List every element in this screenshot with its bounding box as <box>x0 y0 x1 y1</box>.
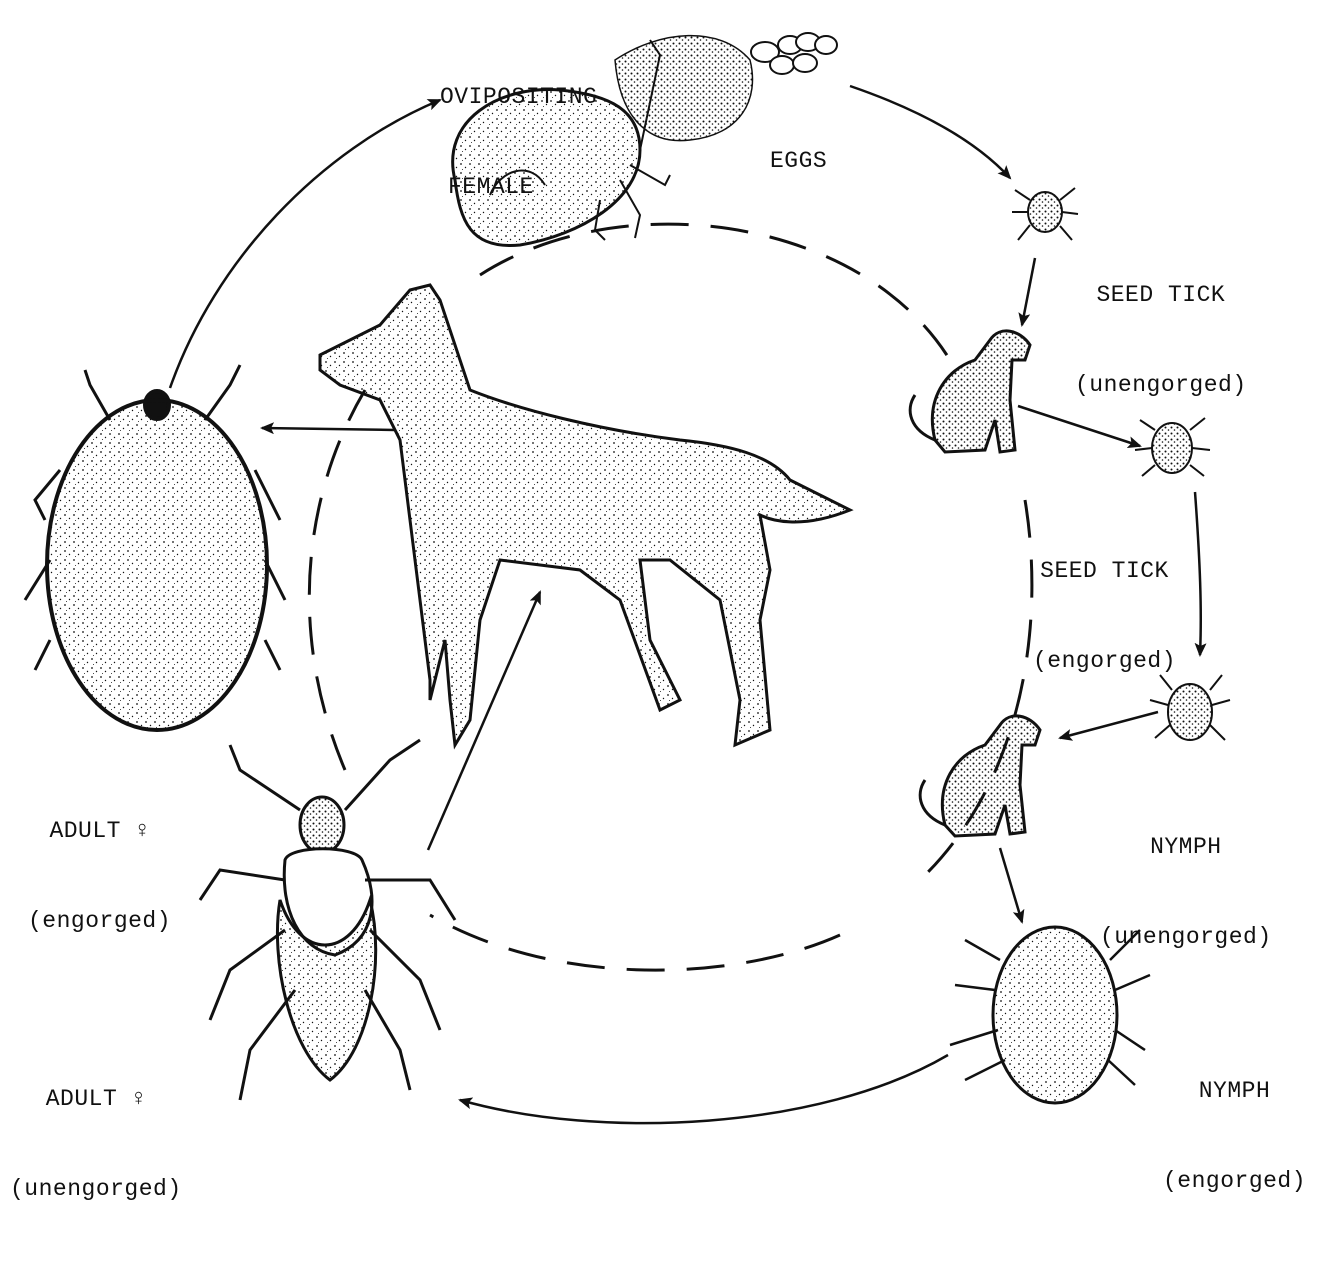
eggs-cluster-illustration <box>751 33 837 74</box>
label-nymph-engorged: NYMPH (engorged) <box>1163 1016 1306 1256</box>
tick-life-cycle-diagram: OVIPOSITING FEMALE EGGS SEED TICK (uneng… <box>0 0 1330 1136</box>
adult-female-unengorged-illustration <box>200 740 455 1100</box>
arrow-engorged-seed-tick-to-nymph <box>1195 492 1201 655</box>
label-seed-tick-unengorged-line2: (unengorged) <box>1075 370 1247 400</box>
arrow-eggs-to-seed-tick <box>850 86 1010 178</box>
arrow-seed-tick-to-dog <box>1022 258 1035 325</box>
label-eggs-text: EGGS <box>770 146 827 176</box>
adult-female-engorged-illustration <box>25 365 285 730</box>
label-ovipositing-female-line1: OVIPOSITING <box>440 82 597 112</box>
label-nymph-engorged-line2: (engorged) <box>1163 1166 1306 1196</box>
label-ovipositing-female: OVIPOSITING FEMALE <box>440 22 597 262</box>
label-adult-female-engorged-line1: ADULT ♀ <box>28 816 171 846</box>
label-seed-tick-engorged-line1: SEED TICK <box>1033 556 1176 586</box>
seed-tick-unengorged-illustration <box>1012 188 1078 240</box>
label-seed-tick-unengorged-line1: SEED TICK <box>1075 280 1247 310</box>
small-dog-host-illustration <box>910 331 1030 452</box>
arrow-engorged-nymph-to-adult <box>460 1055 948 1123</box>
label-adult-female-engorged-line2: (engorged) <box>28 906 171 936</box>
arrow-large-dog-to-engorged-adult <box>262 428 395 430</box>
label-adult-female-engorged: ADULT ♀ (engorged) <box>28 756 171 996</box>
label-seed-tick-unengorged: SEED TICK (unengorged) <box>1075 220 1247 460</box>
arrow-dog-to-engorged-nymph <box>1000 848 1022 922</box>
label-adult-female-unengorged-line2: (unengorged) <box>10 1174 182 1204</box>
small-dog-host-illustration-2 <box>920 716 1040 836</box>
label-nymph-engorged-line1: NYMPH <box>1163 1076 1306 1106</box>
label-adult-female-unengorged: ADULT ♀ (unengorged) <box>10 1024 182 1264</box>
label-nymph-unengorged: NYMPH (unengorged) <box>1100 772 1272 1012</box>
label-eggs: EGGS <box>770 86 827 236</box>
label-nymph-unengorged-line2: (unengorged) <box>1100 922 1272 952</box>
large-dog-host-illustration <box>320 285 850 745</box>
label-nymph-unengorged-line1: NYMPH <box>1100 832 1272 862</box>
label-seed-tick-engorged: SEED TICK (engorged) <box>1033 496 1176 736</box>
label-ovipositing-female-line2: FEMALE <box>440 172 597 202</box>
label-seed-tick-engorged-line2: (engorged) <box>1033 646 1176 676</box>
label-adult-female-unengorged-line1: ADULT ♀ <box>10 1084 182 1114</box>
